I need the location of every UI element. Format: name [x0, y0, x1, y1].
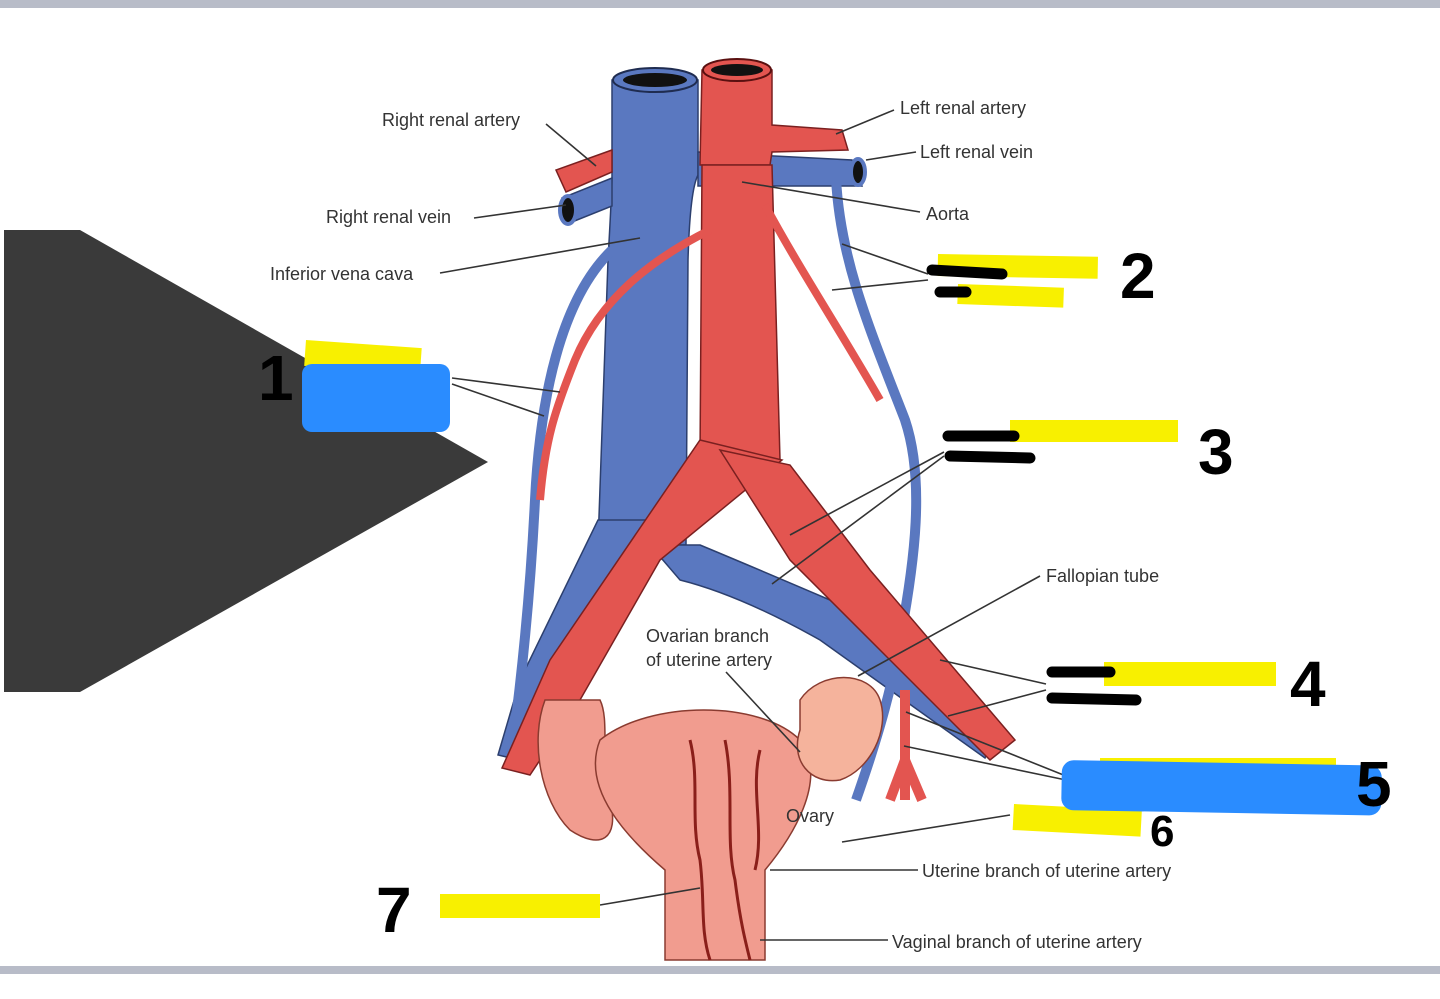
number-6: 6: [1150, 807, 1174, 856]
number-5: 5: [1356, 748, 1392, 820]
blue-scribbles: [302, 364, 1382, 816]
lead-left-renal-artery: [835, 109, 895, 135]
highlight-3: [1010, 420, 1178, 442]
uterine-vessel-network: [688, 739, 762, 961]
lead-right-renal-vein: [473, 204, 567, 219]
number-3: 3: [1198, 416, 1234, 488]
label-ovary: Ovary: [786, 806, 834, 826]
lead-4a: [939, 659, 1047, 685]
number-4: 4: [1290, 648, 1326, 720]
aorta-upper: [699, 69, 850, 166]
bottom-frame-line: [0, 966, 1440, 974]
label-ovarian-branch-line2: of uterine artery: [646, 650, 772, 670]
lead-2a: [841, 243, 929, 275]
dash-2a: [926, 264, 1008, 280]
scribble-1: [302, 364, 450, 432]
lead-6: [841, 814, 1011, 843]
lead-ivc: [439, 237, 641, 274]
number-2: 2: [1120, 240, 1156, 312]
scribble-5: [1061, 760, 1382, 816]
lead-1b: [451, 383, 545, 417]
label-vaginal-branch: Vaginal branch of uterine artery: [892, 932, 1142, 952]
lead-5b: [903, 745, 1067, 781]
right-ovarian-artery: [536, 226, 712, 501]
label-right-renal-vein: Right renal vein: [326, 207, 451, 227]
ivc-lumen: [623, 73, 687, 87]
highlight-2b: [957, 284, 1064, 308]
right-common-iliac-vein: [648, 544, 996, 760]
highlight-6: [1012, 804, 1142, 837]
left-renal-vein-lumen: [849, 157, 867, 187]
right-renal-artery: [554, 148, 613, 193]
lead-aorta: [741, 181, 921, 213]
label-fallopian-tube: Fallopian tube: [1046, 566, 1159, 586]
lead-fallopian-tube: [857, 575, 1041, 677]
internal-iliac-branches: [885, 690, 927, 802]
lead-4b: [947, 689, 1047, 717]
dash-3b: [944, 450, 1036, 464]
lead-2b: [831, 279, 929, 291]
label-inferior-vena-cava: Inferior vena cava: [270, 264, 414, 284]
lead-3a: [789, 451, 945, 536]
label-right-renal-artery: Right renal artery: [382, 110, 520, 130]
lead-ovarian-branch: [725, 671, 801, 753]
number-7: 7: [376, 874, 412, 946]
black-dash-marks: [926, 264, 1142, 706]
number-1: 1: [258, 342, 294, 414]
lead-1a: [451, 377, 561, 393]
aorta-lumen: [711, 64, 763, 76]
right-gonadal-vein: [507, 246, 616, 751]
lead-left-renal-vein: [865, 151, 917, 161]
dark-mask-shape: [4, 230, 488, 692]
uterus-group: [537, 676, 884, 961]
leader-lines: [439, 109, 1067, 941]
dash-4b: [1046, 692, 1142, 706]
arteries: [500, 69, 1017, 776]
lead-5a: [905, 711, 1067, 777]
highlight-4: [1104, 662, 1276, 686]
label-aorta: Aorta: [926, 204, 970, 224]
left-ovarian-artery: [761, 203, 884, 402]
ovary: [796, 676, 884, 782]
lead-right-renal-artery: [545, 123, 597, 167]
lead-3b: [771, 455, 945, 585]
label-ovarian-branch-line1: Ovarian branch: [646, 626, 769, 646]
top-frame-line: [0, 0, 1440, 8]
highlight-7: [440, 894, 600, 918]
lead-7: [599, 887, 701, 906]
label-left-renal-artery: Left renal artery: [900, 98, 1026, 118]
label-uterine-branch: Uterine branch of uterine artery: [922, 861, 1171, 881]
label-left-renal-vein: Left renal vein: [920, 142, 1033, 162]
right-renal-vein-lumen: [558, 194, 578, 226]
